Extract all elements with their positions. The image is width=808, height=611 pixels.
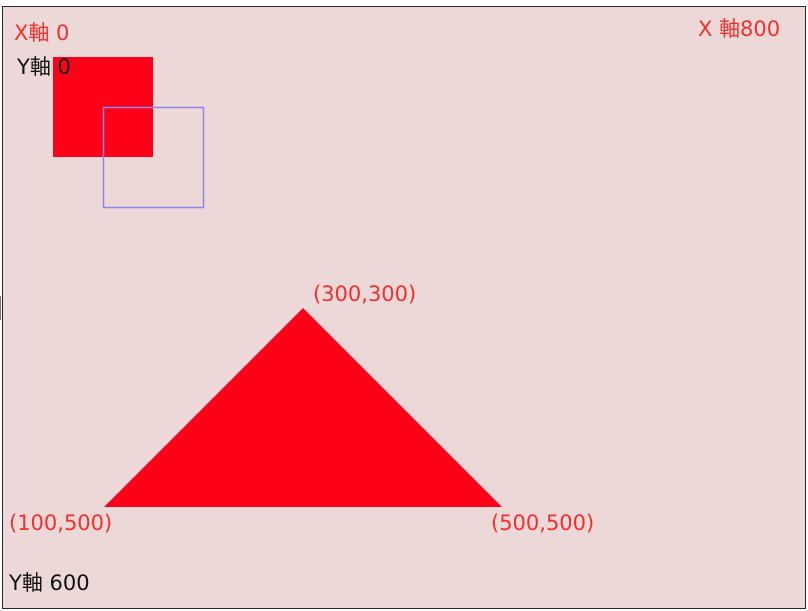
triangle-left-coordinate: (100,500): [9, 511, 113, 535]
y-axis-max-label: Y軸 600: [9, 571, 90, 595]
left-edge-marker: [0, 296, 3, 320]
triangle-right-coordinate: (500,500): [491, 511, 595, 535]
triangle-apex-coordinate: (300,300): [313, 282, 417, 306]
shapes-layer: [53, 57, 502, 507]
x-axis-origin-label: X軸 0: [14, 21, 70, 45]
y-axis-origin-label: Y軸 0: [17, 55, 71, 79]
red-triangle: [104, 308, 502, 507]
drawing-canvas: [2, 6, 806, 609]
outline-blue-square: [102, 106, 205, 209]
x-axis-max-label: X 軸800: [698, 17, 781, 41]
